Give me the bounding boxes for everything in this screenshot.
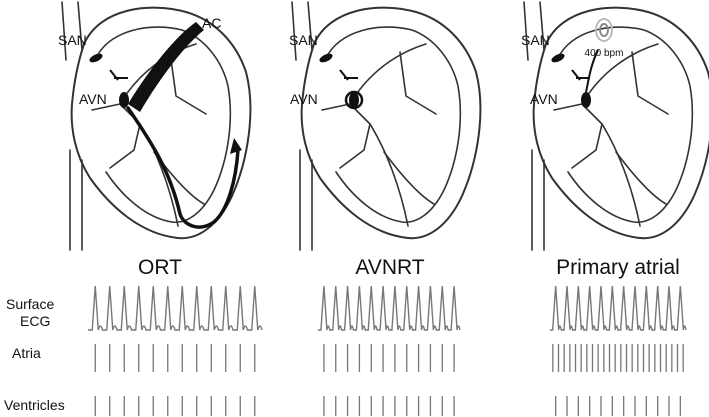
conduction-stem [572, 70, 590, 80]
panel-title-avnrt: AVNRT [355, 256, 424, 279]
septum-outline [554, 104, 640, 226]
avn-node-icon [581, 92, 591, 108]
row-label-surface: Surface [6, 296, 54, 312]
inferior-vena-cava-outline [70, 150, 82, 250]
ectopic-focus-icon [600, 24, 608, 36]
ecg-traces [88, 286, 686, 416]
vena-cava-outline [524, 2, 544, 60]
ventricle-inner-outline [616, 152, 666, 204]
panel-title-primary-atrial: Primary atrial [556, 256, 680, 279]
ventricle-inner-outline [384, 152, 434, 204]
ecg-trace-1 [318, 286, 460, 330]
row-label-ecg: ECG [20, 313, 50, 329]
ac-label-ort: AC [202, 15, 221, 31]
inferior-vena-cava-outline [300, 150, 312, 250]
vena-cava-outline [292, 2, 312, 60]
san-label-ort: SAN [58, 32, 87, 48]
inferior-vena-cava-outline [532, 150, 544, 250]
ecg-trace-2 [550, 286, 686, 330]
septum-outline [92, 104, 178, 226]
conduction-stem [110, 70, 128, 80]
heart-diagram-primary-atrial [524, 2, 709, 250]
avn-label-ort: AVN [79, 91, 107, 107]
atrial-outline [350, 44, 436, 114]
ecg-trace-0 [88, 286, 262, 330]
san-label-primary: SAN [521, 32, 550, 48]
avn-node-icon [119, 92, 129, 108]
heart-outer-outline [302, 8, 481, 239]
heart-diagram-ort [62, 2, 250, 250]
avn-node-icon [349, 92, 359, 108]
vena-cava-outline [62, 2, 82, 60]
san-node-icon [550, 52, 566, 64]
san-node-icon [318, 52, 334, 64]
heart-inner-outline [326, 27, 460, 222]
rate-label-primary: 400 bpm [585, 48, 624, 59]
heart-outer-outline [72, 8, 251, 239]
san-node-icon [88, 52, 104, 64]
reentry-arrowhead-icon [230, 138, 242, 154]
row-label-atria: Atria [12, 345, 41, 361]
conduction-stem [340, 70, 358, 80]
heart-inner-outline [558, 27, 692, 222]
row-label-ventricles: Ventricles [4, 397, 65, 413]
avn-label-primary: AVN [530, 91, 558, 107]
heart-outer-outline [534, 8, 709, 239]
san-label-avnrt: SAN [289, 32, 318, 48]
accessory-pathway-icon [128, 22, 204, 112]
heart-diagram-avnrt [292, 2, 480, 250]
panel-title-ort: ORT [138, 256, 182, 279]
avn-label-avnrt: AVN [290, 91, 318, 107]
reentry-loop-arrow [128, 108, 238, 227]
septum-outline [322, 104, 408, 226]
